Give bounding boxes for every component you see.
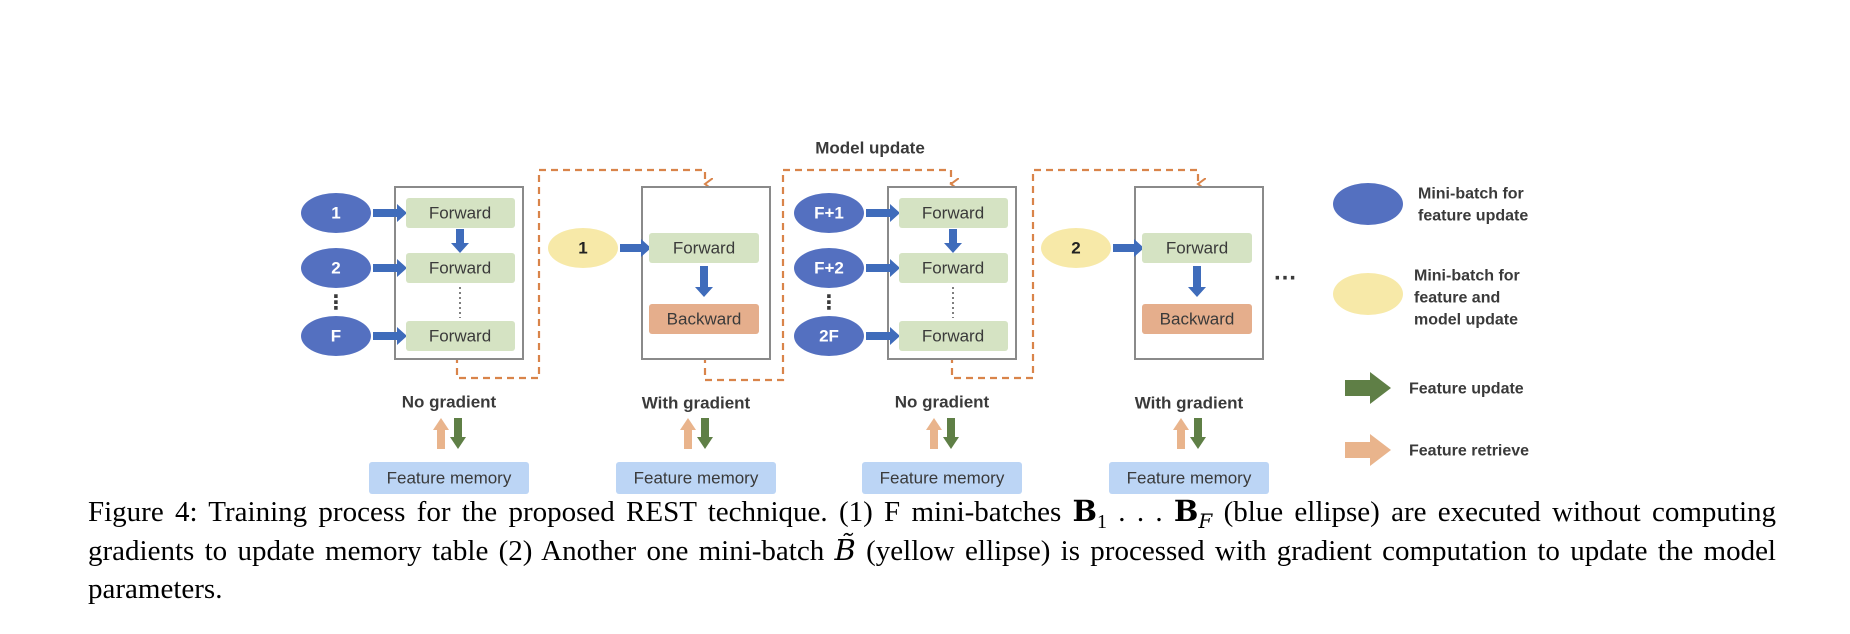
feature-update-arrow-2 xyxy=(697,418,713,449)
stage-1-forward-label-1: Forward xyxy=(429,204,491,223)
stage-4-backward-box xyxy=(1142,304,1252,334)
stage-4-down-arrow xyxy=(1188,266,1206,297)
stage-4-feature-memory-box xyxy=(1109,462,1269,494)
stage-1-batch-ellipse-1 xyxy=(301,193,371,233)
stage-2-batch-label: 1 xyxy=(578,239,587,258)
legend-label-feature-update-batch-line2: feature update xyxy=(1418,208,1528,225)
stage-4-forward-box xyxy=(1142,233,1252,263)
stage-2-gradient-label: With gradient xyxy=(642,394,751,413)
stage-1-input-arrow-2 xyxy=(373,259,407,277)
stage-1-gradient-label: No gradient xyxy=(402,393,497,412)
feature-update-arrow-3 xyxy=(943,418,959,449)
feature-retrieve-arrow-2 xyxy=(680,418,696,449)
stage-1-feature-memory-box xyxy=(369,462,529,494)
stage-1-forward-label-3: Forward xyxy=(429,327,491,346)
stage-1-forward-box-1 xyxy=(406,198,515,228)
stage-2-backward-box xyxy=(649,304,759,334)
stage-3-batch-ellipse-2 xyxy=(794,248,864,288)
stage-2-batch-ellipse xyxy=(548,228,618,268)
stage-2-forward-box xyxy=(649,233,759,263)
stage-3-forward-label-1: Forward xyxy=(922,204,984,223)
stage-3-feature-memory-box xyxy=(862,462,1022,494)
stage-4-backward-label: Backward xyxy=(1160,310,1235,329)
stage-1-forward-label-2: Forward xyxy=(429,259,491,278)
caption-bf-symbol: B xyxy=(1173,494,1199,528)
stage-4-forward-label: Forward xyxy=(1166,239,1228,258)
connector-stage1-to-stage2 xyxy=(455,168,705,380)
stage-1-batch-label-2: 2 xyxy=(331,259,340,278)
feature-retrieve-arrow-4 xyxy=(1173,418,1189,449)
stage-3-down-arrow xyxy=(944,229,962,253)
stage-1-batch-ellipse-3 xyxy=(301,316,371,356)
legend-blue-ellipse-icon xyxy=(1333,183,1403,225)
stage-2-forward-label: Forward xyxy=(673,239,735,258)
stage-1-forward-box-3 xyxy=(406,321,515,351)
stage-3-batch-label-2: F+2 xyxy=(814,259,844,278)
caption-b1-symbol: B xyxy=(1072,494,1098,528)
stage-2-input-arrow xyxy=(620,239,651,257)
legend-label-feature-update: Feature update xyxy=(1409,381,1524,398)
stage-3-forward-box-1 xyxy=(899,198,1008,228)
stage-1-down-arrow xyxy=(451,229,469,253)
stage-4-feature-memory-label: Feature memory xyxy=(1127,469,1252,488)
stage-1-vertical-ellipsis: ⋮ xyxy=(326,292,346,314)
stage-3-input-arrow-2 xyxy=(866,259,900,277)
stage-4-input-arrow xyxy=(1113,239,1144,257)
stage-2-backward-label: Backward xyxy=(667,310,742,329)
stage-4-gradient-label: With gradient xyxy=(1135,394,1244,413)
continuation-ellipsis: … xyxy=(1273,259,1297,286)
feature-retrieve-arrow-3 xyxy=(926,418,942,449)
feature-update-arrow-4 xyxy=(1190,418,1206,449)
feature-retrieve-arrow-1 xyxy=(433,418,449,449)
stage-1-feature-memory-label: Feature memory xyxy=(387,469,512,488)
stage-1-batch-label-3: F xyxy=(331,327,341,346)
legend-peach-arrow-icon xyxy=(1345,434,1391,466)
stage-1-batch-ellipse-2 xyxy=(301,248,371,288)
legend-label-feature-retrieve: Feature retrieve xyxy=(1409,443,1529,460)
stage-3-forward-box-3 xyxy=(899,321,1008,351)
stage-3-batch-label-1: F+1 xyxy=(814,204,844,223)
legend-label-model-update-batch-line1: Mini-batch for xyxy=(1414,268,1520,285)
connector-stage2-to-stage3 xyxy=(703,168,951,382)
stage-1-forward-box-2 xyxy=(406,253,515,283)
stage-3-gradient-label: No gradient xyxy=(895,393,990,412)
stage-1-batch-label-1: 1 xyxy=(331,204,340,223)
stage-3-feature-memory-label: Feature memory xyxy=(880,469,1005,488)
figure-caption: Figure 4: Training process for the propo… xyxy=(88,492,1776,608)
stage-3-forward-label-2: Forward xyxy=(922,259,984,278)
model-update-connectors xyxy=(455,168,1198,382)
caption-part3: (yellow ellipse) is processed with gradi… xyxy=(88,535,1776,605)
stage-3-batch-ellipse-1 xyxy=(794,193,864,233)
stage-4-batch-ellipse xyxy=(1041,228,1111,268)
stage-4-batch-label: 2 xyxy=(1071,239,1080,258)
stage-3-input-arrow-1 xyxy=(866,204,900,222)
stage-2-feature-memory-label: Feature memory xyxy=(634,469,759,488)
stage-3-input-arrow-3 xyxy=(866,327,900,345)
legend-label-model-update-batch-line2: feature and xyxy=(1414,290,1500,307)
caption-part2: (blue ellipse) are executed without comp… xyxy=(88,496,1776,567)
stage-3-forward-label-3: Forward xyxy=(922,327,984,346)
stage-2-down-arrow xyxy=(695,266,713,297)
legend: Mini-batch for feature update Mini-batch… xyxy=(1333,183,1529,466)
stage-1-input-arrow-1 xyxy=(373,204,407,222)
legend-green-arrow-icon xyxy=(1345,372,1391,404)
caption-btilde-symbol: B̃ xyxy=(834,533,856,567)
legend-label-feature-update-batch-line1: Mini-batch for xyxy=(1418,186,1524,203)
caption-bf-subscript: F xyxy=(1198,508,1213,533)
caption-dots: . . . xyxy=(1107,496,1174,528)
stage-3-batch-label-3: 2F xyxy=(819,327,839,346)
legend-yellow-ellipse-icon xyxy=(1333,273,1403,315)
connector-stage3-to-stage4 xyxy=(950,168,1198,380)
stage-1-input-arrow-3 xyxy=(373,327,407,345)
stage-3-vertical-ellipsis: ⋮ xyxy=(819,292,839,314)
stage-3-batch-ellipse-3 xyxy=(794,316,864,356)
feature-update-arrow-1 xyxy=(450,418,466,449)
model-update-label: Model update xyxy=(815,139,925,158)
caption-part1: Figure 4: Training process for the propo… xyxy=(88,496,1073,528)
caption-b1-subscript: 1 xyxy=(1097,510,1108,533)
legend-label-model-update-batch-line3: model update xyxy=(1414,312,1518,329)
stage-3-forward-box-2 xyxy=(899,253,1008,283)
stage-2-feature-memory-box xyxy=(616,462,776,494)
